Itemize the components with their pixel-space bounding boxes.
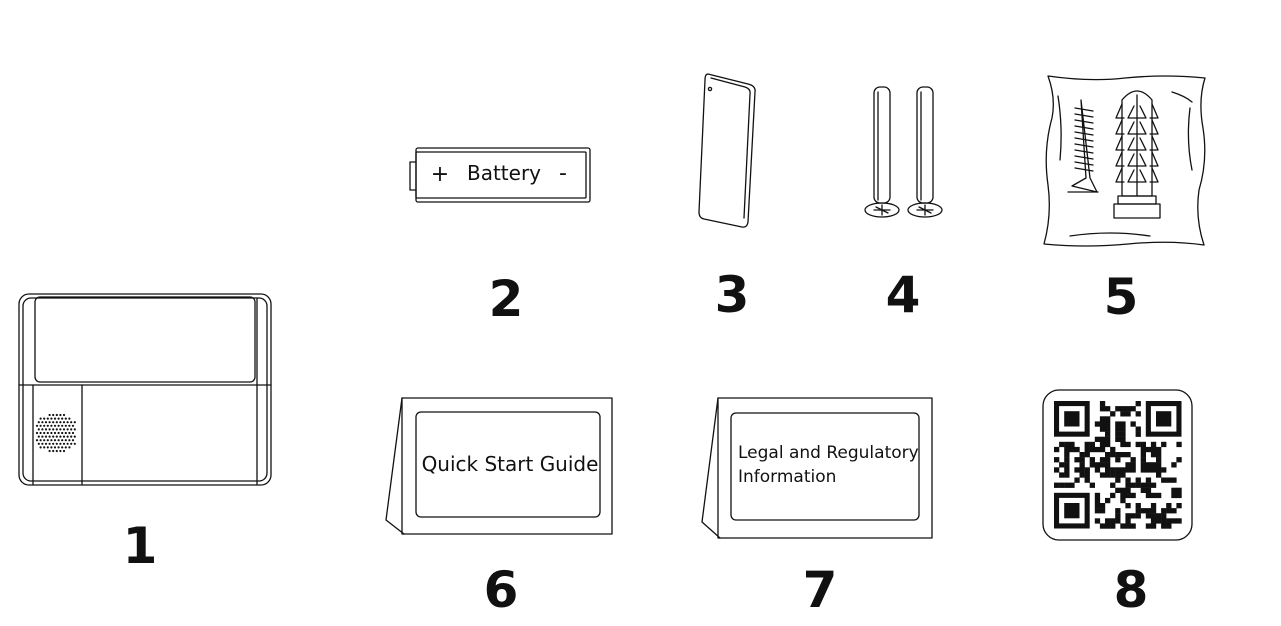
wall-anchor-icon (1113, 90, 1161, 219)
hardware-bag-illustration (1043, 75, 1206, 247)
battery-text-label: Battery (467, 161, 541, 185)
screw-icon (907, 86, 943, 218)
screw-icon (864, 86, 900, 218)
battery-minus-label: - (559, 161, 567, 186)
item-number-7: 7 (803, 561, 838, 619)
legal-info-illustration: Legal and Regulatory Information (701, 397, 933, 539)
legal-info-line-1: Legal and Regulatory (738, 443, 919, 463)
quick-start-guide-title: Quick Start Guide (422, 452, 599, 476)
item-number-8: 8 (1114, 561, 1149, 619)
legal-info-line-2: Information (738, 467, 836, 487)
item-number-2: 2 (489, 270, 524, 328)
device-illustration (18, 293, 272, 486)
item-number-1: 1 (123, 517, 158, 575)
battery-illustration: + Battery - (409, 147, 591, 203)
battery-plus-label: + (431, 162, 449, 187)
wood-screw-icon (1067, 99, 1099, 193)
item-number-6: 6 (484, 561, 519, 619)
qr-code-icon (1054, 401, 1182, 529)
speaker-grille-icon (35, 413, 76, 453)
card-illustration (698, 73, 756, 228)
item-number-3: 3 (715, 266, 750, 324)
qr-code-illustration (1042, 389, 1193, 541)
quick-start-guide-illustration: Quick Start Guide (385, 397, 613, 535)
item-number-4: 4 (886, 266, 921, 324)
item-number-5: 5 (1104, 268, 1139, 326)
screws-illustration (864, 86, 943, 218)
